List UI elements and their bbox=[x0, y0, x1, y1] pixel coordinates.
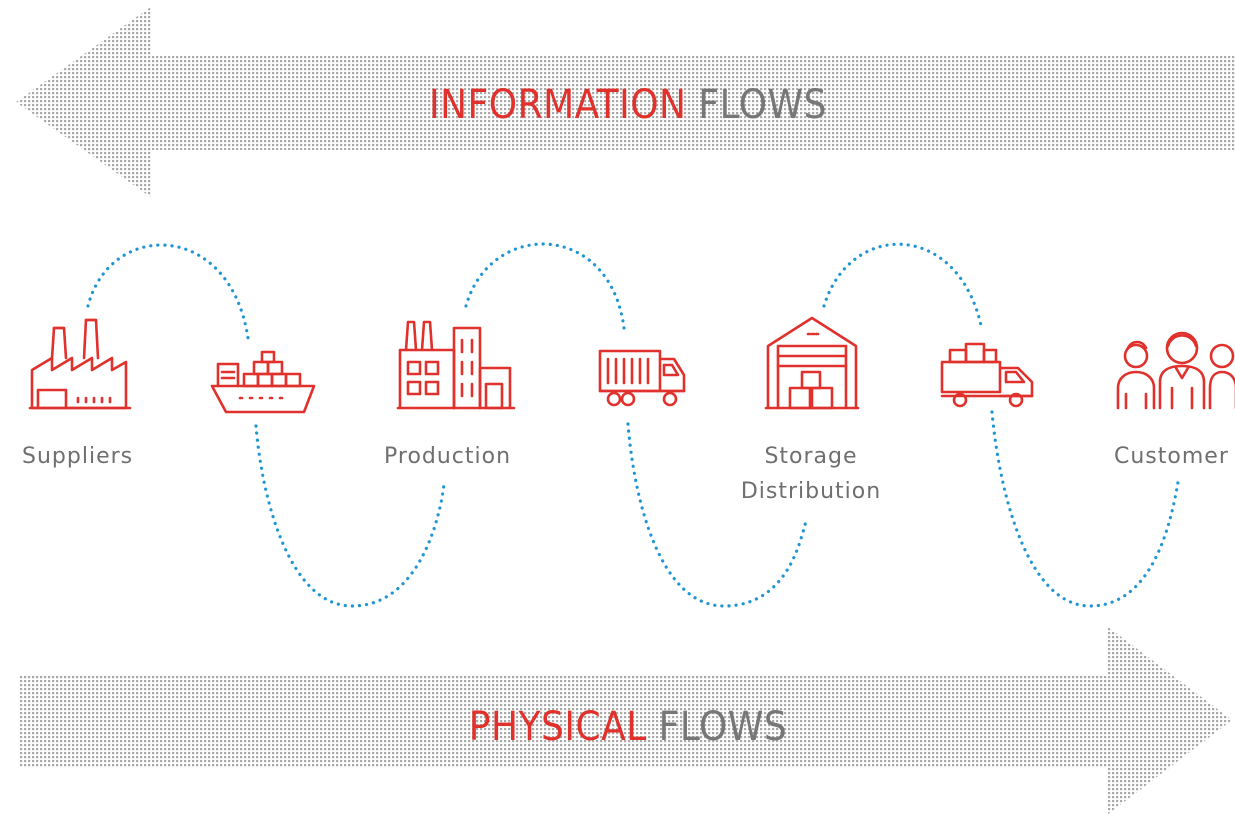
information-flows-title: INFORMATION FLOWS bbox=[429, 82, 827, 128]
stage-label-distribution: Distribution bbox=[741, 479, 881, 504]
pickup-truck-icon bbox=[940, 342, 1034, 408]
production-plant-icon bbox=[396, 320, 516, 410]
factory-icon bbox=[28, 318, 132, 410]
cargo-ship-icon bbox=[210, 350, 316, 414]
stage-label-suppliers: Suppliers bbox=[22, 444, 133, 469]
information-flow-arrow bbox=[16, 6, 1235, 198]
flow-wave-connector bbox=[86, 242, 1180, 608]
stage-label-customer: Customer bbox=[1114, 444, 1229, 469]
stage-label-storage: Storage bbox=[764, 444, 857, 469]
container-truck-icon bbox=[598, 349, 686, 407]
stage-label-production: Production bbox=[384, 444, 511, 469]
customers-group-icon bbox=[1116, 331, 1235, 410]
physical-flows-title: PHYSICAL FLOWS bbox=[469, 704, 787, 750]
warehouse-icon bbox=[764, 316, 860, 410]
physical-flow-arrow bbox=[20, 627, 1232, 814]
